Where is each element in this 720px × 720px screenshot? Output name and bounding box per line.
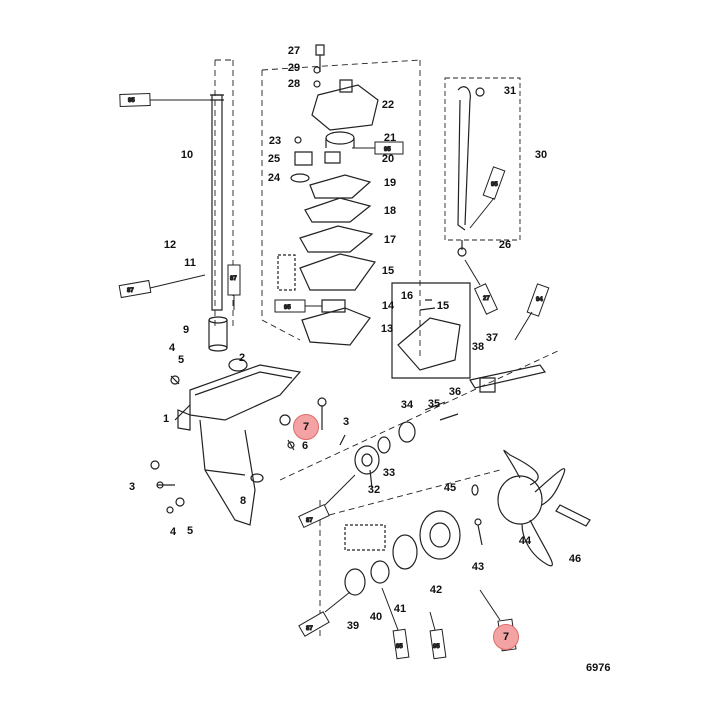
screws-left bbox=[150, 375, 185, 514]
callout-35: 35 bbox=[427, 398, 441, 410]
tube-95-mid: 95 bbox=[274, 299, 322, 313]
callout-29: 29 bbox=[287, 62, 301, 74]
callout-6: 6 bbox=[301, 440, 309, 452]
callout-5-upper: 5 bbox=[177, 354, 185, 366]
callout-21: 21 bbox=[383, 132, 397, 144]
callout-7-lower: 7 bbox=[502, 631, 510, 643]
callout-4-upper: 4 bbox=[168, 342, 176, 354]
callout-13: 13 bbox=[380, 323, 394, 335]
callout-33: 33 bbox=[382, 467, 396, 479]
tube-95-mid-label: 95 bbox=[284, 305, 291, 311]
callout-5-lower: 5 bbox=[186, 525, 194, 537]
gearcase-housing bbox=[177, 364, 302, 526]
callout-7-upper: 7 bbox=[302, 421, 310, 433]
callout-40: 40 bbox=[369, 611, 383, 623]
callout-15-inset: 15 bbox=[436, 300, 450, 312]
highlight-7-lower bbox=[493, 624, 519, 650]
callout-16: 16 bbox=[400, 290, 414, 302]
tube-94: 94 bbox=[514, 283, 550, 341]
callout-8: 8 bbox=[239, 495, 247, 507]
tube-95-bottom-b: 95 bbox=[429, 611, 447, 660]
callout-42: 42 bbox=[429, 584, 443, 596]
callout-3-left: 3 bbox=[128, 481, 136, 493]
screws-mid bbox=[279, 397, 327, 451]
water-pump-stack bbox=[277, 44, 379, 346]
tube-95-right: 95 bbox=[469, 166, 506, 229]
tube-95-right-label: 95 bbox=[491, 182, 498, 188]
tube-87-lower-label: 87 bbox=[306, 626, 313, 632]
highlight-7-upper bbox=[293, 414, 319, 440]
callout-46: 46 bbox=[568, 553, 582, 565]
tube-87-bottom-label: 87 bbox=[306, 518, 313, 524]
reference-number: 6976 bbox=[586, 662, 611, 674]
inset-box bbox=[391, 282, 471, 379]
tube-95-top-label: 95 bbox=[128, 98, 135, 104]
callout-31: 31 bbox=[503, 85, 517, 97]
callout-4-lower: 4 bbox=[169, 526, 177, 538]
driveshaft bbox=[210, 94, 224, 311]
callout-19: 19 bbox=[383, 177, 397, 189]
tube-95-bottom-a-label: 95 bbox=[396, 644, 403, 650]
tube-27: 27 bbox=[464, 259, 499, 315]
callout-39: 39 bbox=[346, 620, 360, 632]
callout-30: 30 bbox=[534, 149, 548, 161]
callout-17: 17 bbox=[383, 234, 397, 246]
callout-14: 14 bbox=[381, 300, 395, 312]
tube-95-upper-label: 95 bbox=[384, 147, 391, 153]
tube-95-bottom-a: 95 bbox=[381, 587, 410, 660]
tube-94-label: 94 bbox=[536, 297, 543, 303]
tube-87-bottom: 87 bbox=[298, 474, 356, 529]
propeller-shaft bbox=[469, 364, 547, 389]
callout-22: 22 bbox=[381, 99, 395, 111]
tube-87-left-label: 87 bbox=[127, 288, 134, 294]
callout-36: 36 bbox=[448, 386, 462, 398]
callout-43: 43 bbox=[471, 561, 485, 573]
callout-20: 20 bbox=[381, 153, 395, 165]
callout-27: 27 bbox=[287, 45, 301, 57]
callout-2: 2 bbox=[238, 352, 246, 364]
tube-87-small: 87 bbox=[227, 264, 241, 310]
tube-95-upper: 95 bbox=[352, 141, 404, 155]
propeller bbox=[497, 449, 566, 567]
callout-45: 45 bbox=[443, 482, 457, 494]
callout-11: 11 bbox=[184, 257, 196, 269]
tube-87-lower: 87 bbox=[298, 591, 351, 637]
callout-24: 24 bbox=[267, 172, 281, 184]
callout-44: 44 bbox=[518, 535, 532, 547]
tube-95-bottom-b-label: 95 bbox=[433, 644, 440, 650]
callout-23: 23 bbox=[268, 135, 282, 147]
tube-27-label: 27 bbox=[483, 296, 490, 302]
callout-41: 41 bbox=[393, 603, 407, 615]
callout-3-right: 3 bbox=[342, 416, 350, 428]
callout-18: 18 bbox=[383, 205, 397, 217]
callout-25: 25 bbox=[267, 153, 281, 165]
callout-10: 10 bbox=[180, 149, 194, 161]
bearing-9 bbox=[208, 316, 228, 352]
tube-87-small-label: 87 bbox=[230, 276, 237, 282]
callout-38: 38 bbox=[471, 341, 485, 353]
callout-15-upper: 15 bbox=[381, 265, 395, 277]
callout-9: 9 bbox=[182, 324, 190, 336]
callout-32: 32 bbox=[367, 484, 381, 496]
callout-1: 1 bbox=[162, 413, 170, 425]
callout-26: 26 bbox=[498, 239, 512, 251]
tube-95-top: 95 bbox=[119, 92, 210, 108]
callout-12: 12 bbox=[163, 239, 177, 251]
shift-rod-box bbox=[444, 77, 521, 257]
tube-87-left: 87 bbox=[118, 274, 206, 299]
callout-34: 34 bbox=[400, 399, 414, 411]
callout-37: 37 bbox=[485, 332, 499, 344]
callout-28: 28 bbox=[287, 78, 301, 90]
